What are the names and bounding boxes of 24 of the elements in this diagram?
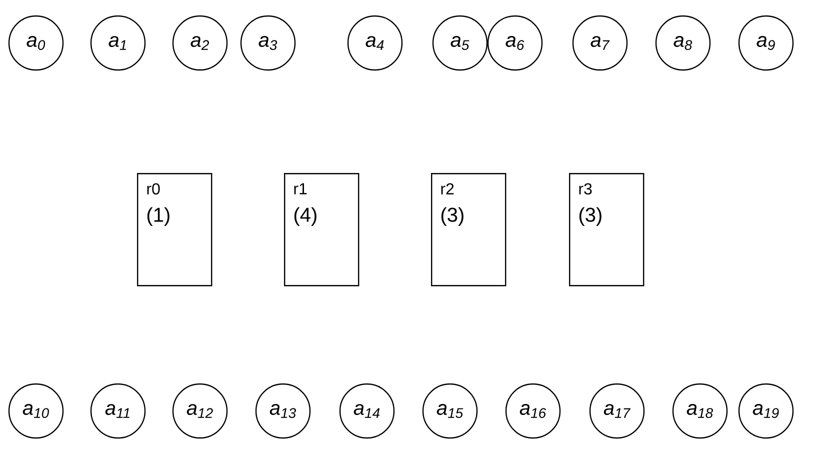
circle-node: a$_{3}$ xyxy=(240,15,296,71)
circle-node: a$_{18}$ xyxy=(672,383,728,439)
circle-node: a$_{2}$ xyxy=(172,15,228,71)
circle-node: a$_{4}$ xyxy=(347,15,403,71)
circle-node: a$_{8}$ xyxy=(655,15,711,71)
circle-node: a$_{13}$ xyxy=(255,383,311,439)
circle-node: a$_{0}$ xyxy=(8,15,64,71)
circle-node: a$_{9}$ xyxy=(738,15,794,71)
circle-node: a$_{12}$ xyxy=(172,383,228,439)
circle-node: a$_{1}$ xyxy=(90,15,146,71)
circle-node: a$_{10}$ xyxy=(8,383,64,439)
circle-node: a$_{14}$ xyxy=(339,383,395,439)
circle-node: a$_{17}$ xyxy=(589,383,645,439)
box: r3 (3) xyxy=(569,173,644,286)
circle-node: a$_{11}$ xyxy=(90,383,146,439)
circle-node: a$_{5}$ xyxy=(432,15,488,71)
box: r0 (1) xyxy=(137,173,212,286)
circle-node: a$_{7}$ xyxy=(572,15,628,71)
box: r1 (4) xyxy=(284,173,360,286)
circle-node: a$_{15}$ xyxy=(422,383,478,439)
circle-node: a$_{16}$ xyxy=(505,383,561,439)
box: r2 (3) xyxy=(431,173,506,286)
circle-node: a$_{6}$ xyxy=(487,15,543,71)
circle-node: a$_{19}$ xyxy=(738,383,794,439)
